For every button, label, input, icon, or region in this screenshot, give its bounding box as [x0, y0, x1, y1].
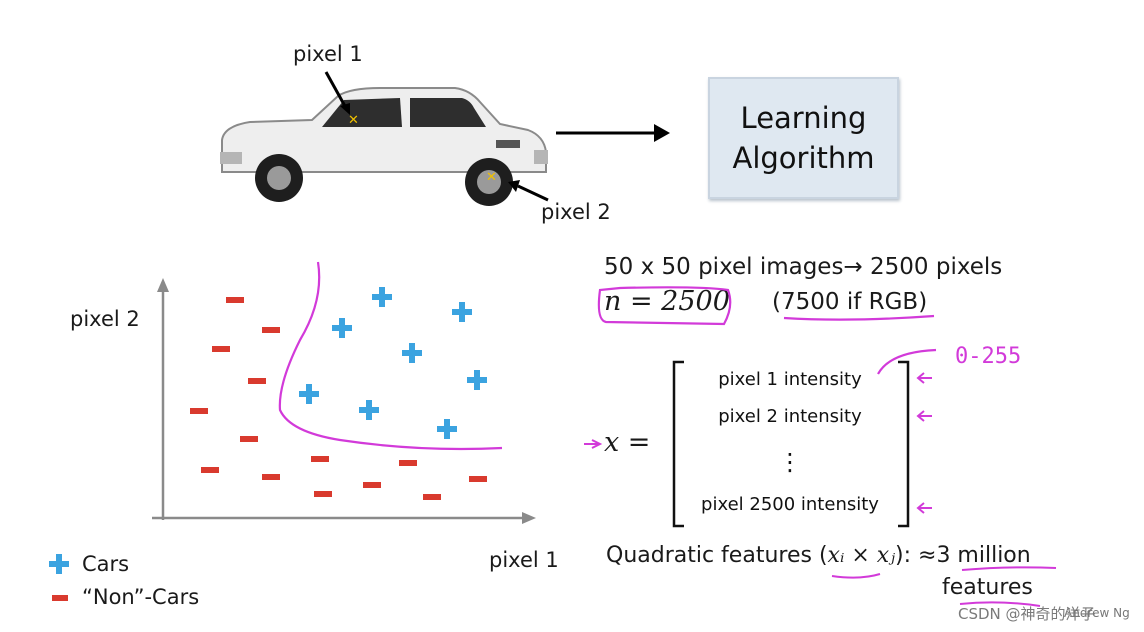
- noncar-marker: [469, 476, 487, 482]
- rgb-note: (7500 if RGB): [772, 289, 928, 315]
- entry-pointer: [916, 372, 932, 384]
- noncar-marker: [240, 436, 258, 442]
- y-axis-label: pixel 2: [70, 307, 140, 331]
- quadratic-prefix: Quadratic features (: [606, 543, 828, 568]
- noncar-marker: [190, 408, 208, 414]
- noncar-marker: [226, 297, 244, 303]
- noncar-marker: [262, 327, 280, 333]
- site-watermark: CSDN @神奇的洋子: [958, 605, 1096, 623]
- x-pointer: [584, 439, 603, 449]
- svg-text:✕: ✕: [486, 170, 497, 185]
- vector-entry: pixel 2 intensity: [718, 406, 862, 427]
- vector-entry: pixel 2500 intensity: [701, 494, 879, 515]
- range-stroke: [877, 348, 937, 375]
- decision-boundary: [278, 261, 503, 451]
- x-axis-label: pixel 1: [489, 548, 559, 572]
- pixel2-callout: pixel 2: [541, 200, 611, 224]
- xi-underline: [831, 573, 881, 579]
- quadratic-math: xᵢ × xⱼ: [827, 543, 896, 568]
- vector-ellipsis: ⋮: [778, 448, 802, 476]
- svg-text:✕: ✕: [348, 113, 359, 128]
- noncar-marker: [423, 494, 441, 500]
- noncar-marker: [248, 378, 266, 384]
- pixel1-callout: pixel 1: [293, 42, 363, 66]
- learning-box-line1: Learning: [740, 101, 867, 135]
- legend-noncars-label: “Non”-Cars: [82, 585, 200, 609]
- noncar-marker: [262, 474, 280, 480]
- entry-pointer: [916, 410, 932, 422]
- car-marker: [452, 302, 472, 322]
- car-marker: [359, 400, 379, 420]
- range-annotation: 0-255: [955, 344, 1022, 369]
- car-marker: [332, 318, 352, 338]
- images-line: 50 x 50 pixel images→ 2500 pixels: [604, 254, 1003, 280]
- noncar-marker: [201, 467, 219, 473]
- noncar-marker: [314, 491, 332, 497]
- noncar-marker: [311, 456, 329, 462]
- noncar-marker: [363, 482, 381, 488]
- entry-pointer: [916, 502, 932, 514]
- n-highlight: [597, 286, 732, 326]
- car-marker: [437, 419, 457, 439]
- noncar-marker: [399, 460, 417, 466]
- million-underline: [961, 566, 1057, 571]
- legend-plus-icon: [49, 554, 69, 574]
- legend-minus-icon: [52, 595, 68, 601]
- features-underline: [959, 601, 1041, 607]
- learning-box-line2: Algorithm: [732, 141, 875, 175]
- car-marker: [402, 343, 422, 363]
- learning-algorithm-box: Learning Algorithm: [708, 77, 899, 199]
- n-equation: n = 2500: [604, 286, 730, 317]
- quadratic-suffix: ): ≈3 million: [895, 543, 1031, 568]
- car-marker: [467, 370, 487, 390]
- x-equals: x =: [604, 427, 651, 458]
- car-marker: [299, 384, 319, 404]
- vector-entry: pixel 1 intensity: [718, 369, 862, 390]
- quadratic-line: Quadratic features (xᵢ × xⱼ): ≈3 million: [606, 543, 1031, 568]
- rgb-underline: [783, 314, 935, 321]
- features-word: features: [942, 575, 1033, 600]
- legend-cars-label: Cars: [82, 552, 130, 576]
- noncar-marker: [212, 346, 230, 352]
- car-marker: [372, 287, 392, 307]
- author-watermark: Andrew Ng: [1064, 606, 1130, 620]
